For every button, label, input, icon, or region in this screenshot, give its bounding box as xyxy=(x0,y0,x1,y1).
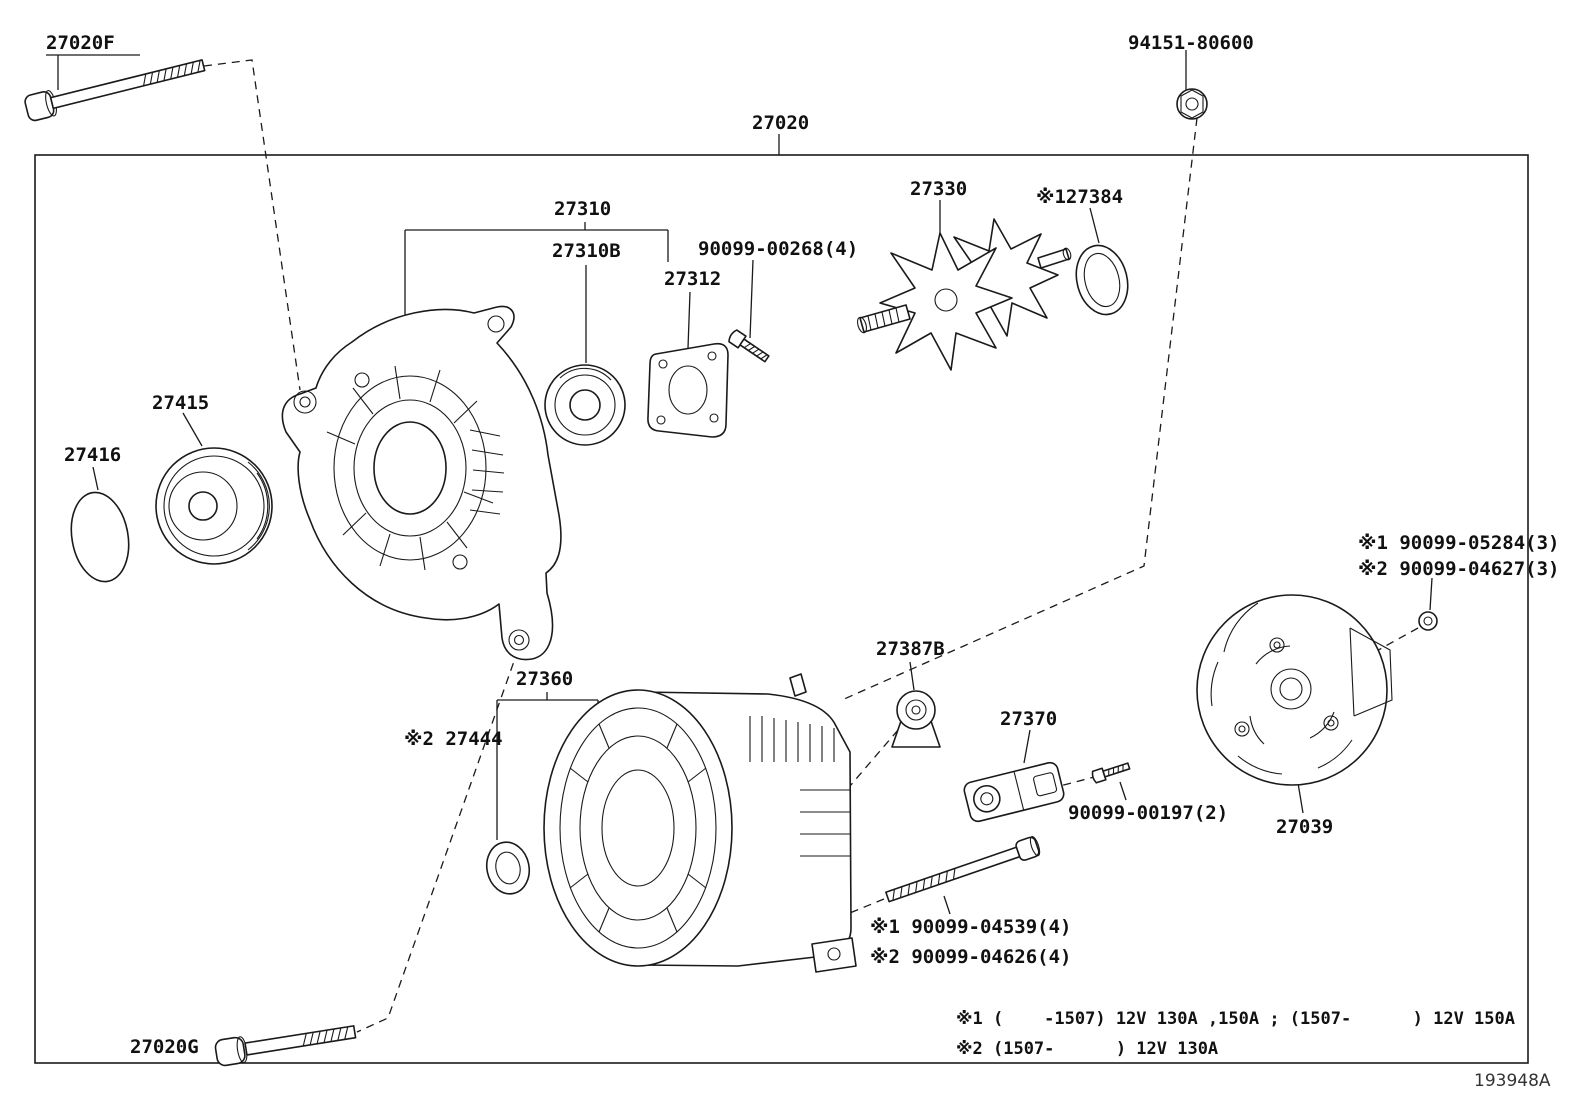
nut-94151-drawing xyxy=(1176,88,1208,120)
screw-90099-00197-drawing xyxy=(1091,762,1131,784)
screw-90099-05284-drawing xyxy=(1418,611,1438,631)
part-label-27039: 27039 xyxy=(1276,816,1334,838)
part-label-27387b: 27387B xyxy=(876,638,945,660)
part-label-27370: 27370 xyxy=(1000,708,1058,730)
rotor-27330-drawing xyxy=(856,218,1072,371)
part-label-90099-00197: 90099-00197(2) xyxy=(1068,802,1229,824)
diagram-code: 193948A xyxy=(1474,1071,1551,1091)
part-label-90099-00268: 90099-00268(4) xyxy=(698,238,859,260)
part-label-90099-04626: ※2 90099-04626(4) xyxy=(870,946,1072,968)
rear-cover-27039-drawing xyxy=(1196,594,1393,786)
part-label-90099-04539: ※1 90099-04539(4) xyxy=(870,916,1072,938)
screw-90099-00268-drawing xyxy=(728,329,770,363)
oring-27384-drawing xyxy=(1075,244,1129,316)
part-label-27020: 27020 xyxy=(752,112,810,134)
part-label-94151-80600: 94151-80600 xyxy=(1128,32,1254,54)
regulator-27370-drawing xyxy=(963,761,1065,823)
part-label-27384: ※127384 xyxy=(1036,186,1124,208)
part-label-27415: 27415 xyxy=(152,392,210,414)
part-label-27416: 27416 xyxy=(64,444,122,466)
front-bracket-27310-drawing xyxy=(281,305,562,661)
bolt-27020g-drawing xyxy=(214,1025,357,1067)
retainer-plate-27312-drawing xyxy=(647,342,729,438)
collar-27387b-drawing xyxy=(891,690,941,748)
part-label-27444: ※2 27444 xyxy=(404,728,503,750)
part-label-27310: 27310 xyxy=(554,198,612,220)
bolt-27020f-drawing xyxy=(24,59,206,122)
part-label-27020g: 27020G xyxy=(130,1036,199,1058)
leader-lines xyxy=(46,50,1433,915)
pulley-27415-drawing xyxy=(155,447,273,565)
applicability-note-1: ※1 ( -1507) 12V 130A ,150A ; (1507- ) 12… xyxy=(956,1009,1515,1029)
through-bolt-90099-04539-drawing xyxy=(885,836,1041,903)
diagram-border xyxy=(34,154,1529,1064)
bearing-27310b-drawing xyxy=(544,364,626,446)
part-label-27330: 27330 xyxy=(910,178,968,200)
part-label-27360: 27360 xyxy=(516,668,574,690)
rear-housing-27360-drawing xyxy=(543,673,857,973)
part-label-90099-05284: ※1 90099-05284(3) xyxy=(1358,532,1560,554)
cap-27416-drawing xyxy=(70,491,130,583)
part-label-27020f: 27020F xyxy=(46,32,115,54)
bushing-27444-drawing xyxy=(485,841,531,895)
part-label-27312: 27312 xyxy=(664,268,722,290)
part-label-27310b: 27310B xyxy=(552,240,621,262)
part-label-90099-04627: ※2 90099-04627(3) xyxy=(1358,558,1560,580)
applicability-note-2: ※2 (1507- ) 12V 130A xyxy=(956,1039,1219,1059)
